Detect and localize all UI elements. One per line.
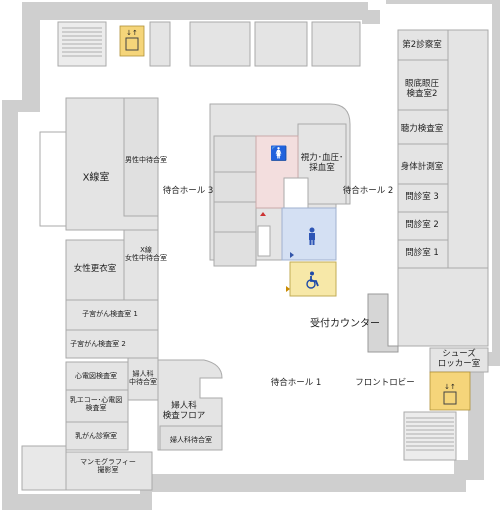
room-hearing: 聴力検査室: [400, 124, 444, 135]
room-body-measure: 身体計測室: [400, 162, 444, 173]
room-clinic2: 第2診察室: [402, 40, 442, 51]
reception-counter: [367, 293, 399, 353]
svg-text:↓↑: ↓↑: [126, 29, 138, 37]
room-gyn-waiting-line1: 婦人科: [132, 369, 154, 378]
room-mammography-line1: マンモグラフィー: [80, 457, 136, 466]
room-breast-echo-line1: 乳エコー･心電図: [69, 395, 123, 404]
room-vision-blood: 視力･血圧･ 採血室: [300, 153, 344, 174]
room-shoes-locker: シューズ ロッカー室: [437, 349, 481, 370]
room-gyn-waiting: 婦人科 中待合室: [129, 370, 157, 386]
room-mammography: マンモグラフィー 撮影室: [80, 458, 136, 474]
room-vision-line1: 視力･血圧･: [300, 153, 344, 164]
svg-text:↓↑: ↓↑: [444, 383, 456, 391]
accessible-toilet: [289, 261, 337, 297]
area-reception: 受付カウンター: [310, 318, 380, 330]
room-xray-womens-waiting: X線 女性中待合室: [125, 246, 167, 262]
female-toilet-icon: 🚺: [270, 145, 288, 162]
stairs-bottom-right: [403, 411, 457, 461]
room-breast-exam: 乳がん診察室: [75, 431, 117, 440]
room-shoes-locker-line2: ロッカー室: [437, 359, 481, 369]
room-xray-womens-line1: X線: [140, 245, 152, 254]
room-gyn-floor-line2: 検査フロア: [162, 411, 206, 421]
room-cervical1: 子宮がん検査室 1: [82, 309, 138, 318]
room-cervical2: 子宮がん検査室 2: [70, 339, 126, 348]
wheelchair-icon: [303, 271, 321, 289]
room-gyn-wait: 婦人科待合室: [170, 435, 212, 444]
room-gyn-floor-line1: 婦人科: [171, 401, 197, 412]
room-breast-echo: 乳エコー･心電図 検査室: [70, 396, 123, 412]
room-ecg: 心電図検査室: [75, 371, 117, 380]
room-womens-changing: 女性更衣室: [73, 264, 117, 275]
area-hall3: 待合ホール 3: [162, 186, 214, 197]
room-eye-pressure-line1: 眼底眼圧: [404, 79, 440, 90]
room-xray: X線室: [82, 172, 110, 184]
room-interview3: 問診室 3: [405, 192, 439, 203]
area-front-lobby: フロントロビー: [355, 378, 415, 389]
room-interview1: 問診室 1: [405, 248, 439, 259]
room-xray-womens-line2: 女性中待合室: [125, 254, 167, 262]
room-gyn-floor: 婦人科 検査フロア: [162, 401, 206, 422]
area-hall2: 待合ホール 2: [342, 186, 394, 197]
elevator-top: [119, 25, 145, 57]
room-interview2: 問診室 2: [405, 220, 439, 231]
room-vision-line2: 採血室: [309, 163, 335, 173]
room-eye-pressure-line2: 検査室2: [406, 89, 438, 99]
room-mammography-line2: 撮影室: [97, 466, 119, 474]
room-mens-waiting: 男性中待合室: [125, 155, 167, 164]
room-breast-echo-line2: 検査室: [85, 404, 107, 412]
male-toilet-icon: [307, 227, 317, 245]
room-shoes-locker-line1: シューズ: [442, 349, 476, 360]
area-hall1: 待合ホール 1: [270, 378, 322, 389]
room-eye-pressure: 眼底眼圧 検査室2: [404, 79, 440, 100]
room-gyn-waiting-line2: 中待合室: [129, 378, 157, 386]
